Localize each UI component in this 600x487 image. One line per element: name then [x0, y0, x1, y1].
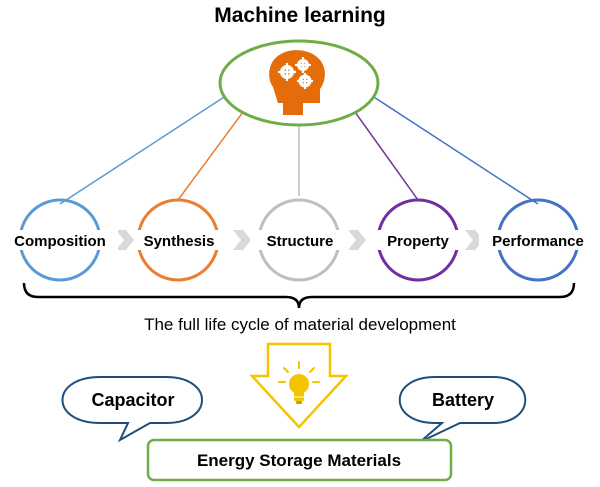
energy-storage-box [146, 438, 453, 482]
stage-label-synthesis: Synthesis [144, 233, 215, 250]
stage-chevrons [116, 230, 483, 250]
energy-storage-label: Energy Storage Materials [197, 451, 401, 470]
capacitor-label: Capacitor [91, 390, 174, 410]
battery-label: Battery [432, 390, 494, 410]
connector-lines [59, 87, 539, 205]
connector-performance [359, 87, 539, 205]
stage-label-performance: Performance [492, 233, 584, 250]
stage-label-property: Property [387, 233, 449, 250]
chevron-4 [465, 230, 483, 250]
lifecycle-brace [22, 282, 576, 309]
connector-composition [59, 87, 239, 205]
chevron-2 [233, 230, 251, 250]
stage-label-structure: Structure [267, 233, 334, 250]
connector-synthesis [177, 111, 244, 201]
chevron-3 [348, 230, 366, 250]
chevron-1 [116, 230, 134, 250]
connector-property [354, 111, 419, 201]
stage-label-backgrounds [2, 230, 597, 250]
brain-gears-icon [269, 50, 325, 116]
lightbulb-icon [278, 361, 320, 404]
capacitor-bubble [61, 376, 203, 443]
battery-bubble [398, 376, 527, 443]
stage-label-composition: Composition [14, 233, 106, 250]
diagram-title: Machine learning [214, 4, 386, 27]
lifecycle-caption: The full life cycle of material developm… [144, 315, 456, 334]
